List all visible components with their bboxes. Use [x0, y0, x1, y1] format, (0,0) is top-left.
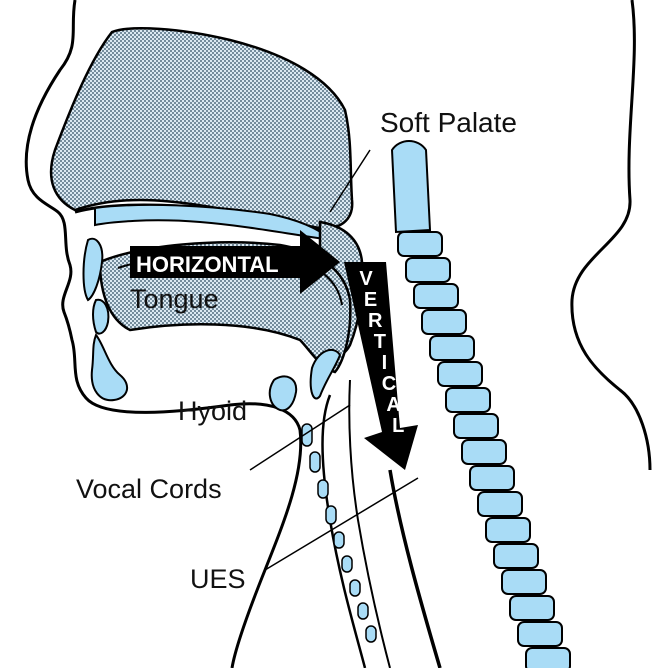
soft-palate-label: Soft Palate — [380, 107, 517, 138]
upper-lip-teeth — [84, 239, 103, 300]
vertebra — [406, 258, 450, 282]
vertebra — [414, 284, 458, 308]
vertical-letter: L — [392, 415, 404, 437]
ues-label: UES — [190, 564, 246, 594]
esophagus-back-wall — [390, 470, 440, 668]
vertical-letter: A — [386, 394, 400, 416]
vertebra — [398, 232, 442, 256]
vertebra — [510, 596, 554, 620]
ues-leader — [265, 478, 418, 570]
vertebra — [454, 414, 498, 438]
vertical-letter: C — [382, 373, 396, 395]
lower-teeth — [93, 300, 108, 334]
vertebra — [494, 544, 538, 568]
vertebra — [446, 388, 490, 412]
vertebra-c1 — [392, 141, 430, 232]
vertebra — [438, 362, 482, 386]
vertebra — [518, 622, 562, 646]
vocal-cords-label: Vocal Cords — [76, 474, 222, 504]
vertical-letter: T — [374, 331, 386, 353]
hyoid-bone — [270, 376, 296, 410]
vertical-letter: R — [368, 310, 383, 332]
tongue-label: Tongue — [130, 284, 219, 314]
vertebra — [470, 466, 514, 490]
vertebra — [486, 518, 530, 542]
horizontal-label: HORIZONTAL — [136, 252, 279, 277]
vertebra — [430, 336, 474, 360]
vertebra — [478, 492, 522, 516]
vertical-letter: V — [359, 268, 373, 290]
vertebra — [422, 310, 466, 334]
hyoid-label: Hyoid — [178, 396, 247, 426]
vertical-letter: E — [364, 289, 377, 311]
vertical-letter: I — [382, 352, 388, 374]
vertebra — [462, 440, 506, 464]
tracheal-rings — [302, 424, 376, 642]
nasal-cavity — [51, 28, 352, 228]
vertebra — [526, 648, 570, 668]
vertebra — [502, 570, 546, 594]
mandible — [92, 335, 127, 400]
neck-back-outline — [572, 0, 650, 470]
